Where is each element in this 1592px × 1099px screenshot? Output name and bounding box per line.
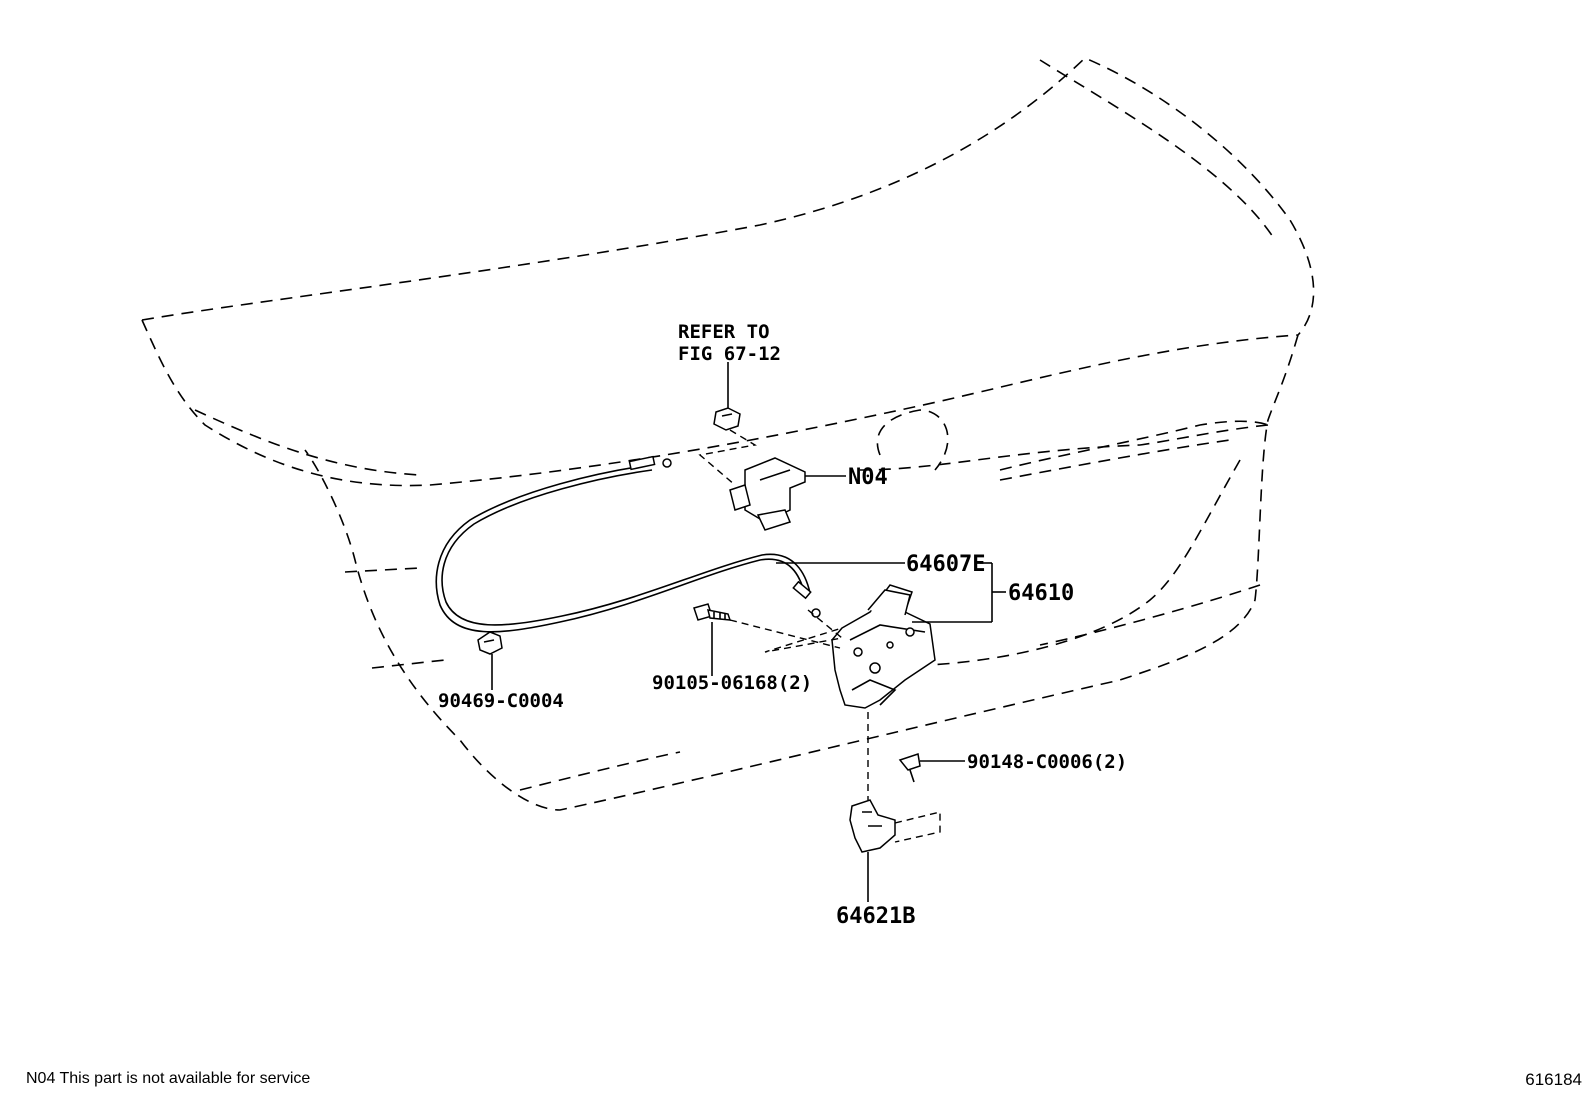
callout-n04: N04: [848, 465, 888, 490]
trunk-lid-outline: [141, 57, 1315, 811]
lock-assembly: [764, 584, 936, 709]
cable-clip: [477, 631, 503, 690]
callout-90148: 90148-C0006(2): [967, 751, 1127, 773]
callout-refer-line1: REFER TO: [678, 321, 770, 343]
callout-refer-line2: FIG 67-12: [678, 343, 781, 365]
callout-64621b: 64621B: [836, 904, 915, 929]
release-cable: [435, 455, 821, 633]
bolt-90105: [693, 603, 841, 676]
callout-90469: 90469-C0004: [438, 690, 564, 712]
callout-64607e: 64607E: [906, 552, 985, 577]
figure-number: 616184: [1525, 1070, 1582, 1089]
footnote: N04 This part is not available for servi…: [26, 1070, 311, 1087]
callout-90105: 90105-06168(2): [652, 672, 812, 694]
grommet: [698, 362, 757, 486]
opener-switch: [729, 457, 846, 531]
striker: [849, 712, 965, 902]
callout-leaders: [776, 562, 1006, 623]
callout-64610: 64610: [1008, 581, 1074, 606]
